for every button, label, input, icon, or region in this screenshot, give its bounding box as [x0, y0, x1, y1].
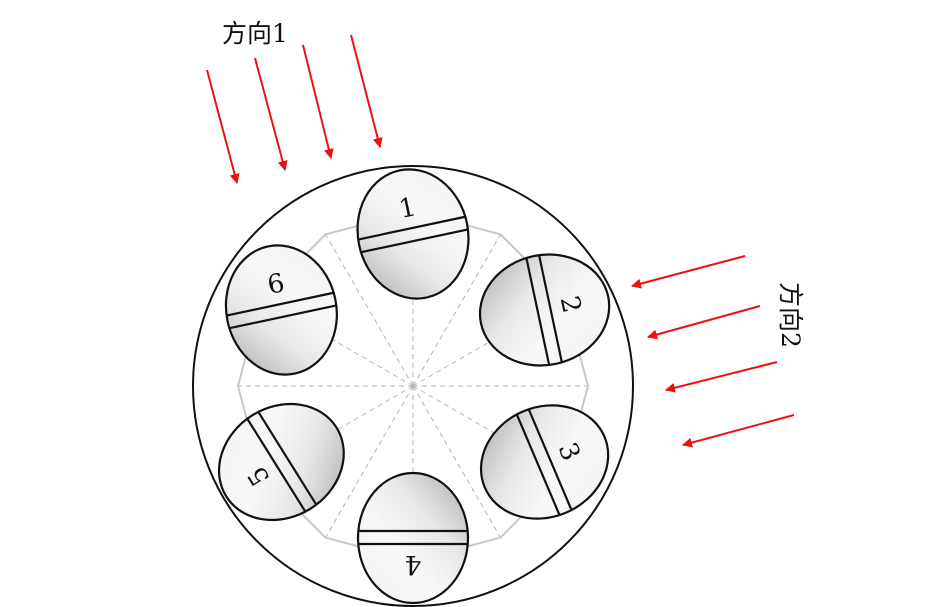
stripe-line	[246, 418, 307, 513]
direction-1-arrow	[206, 69, 240, 184]
ellipse-label: 6	[265, 268, 287, 301]
stripe-line	[515, 413, 561, 516]
ellipse-group: 1 2 3 4 5 6	[217, 168, 611, 605]
guide-spoke	[412, 385, 501, 538]
direction-2-arrow	[631, 255, 746, 289]
ellipse-body	[217, 402, 345, 522]
stripe-line	[229, 304, 337, 330]
ellipse-body	[479, 404, 610, 520]
direction-1-arrow	[350, 34, 383, 148]
ellipse-item-2: 2	[478, 253, 611, 367]
ellipse-item-5: 5	[217, 402, 345, 522]
arrow-group	[206, 34, 795, 448]
guide-spoke	[325, 234, 414, 387]
ellipse-body	[478, 253, 611, 367]
ellipse-item-4: 4	[356, 471, 470, 605]
direction-1-label: 方向1	[222, 19, 288, 48]
guide-spoke	[325, 385, 414, 538]
guide-dodecagon	[236, 209, 590, 563]
ellipse-item-1: 1	[356, 168, 470, 300]
ellipse-label: 4	[405, 549, 422, 579]
ellipse-item-6: 6	[224, 244, 338, 376]
ellipse-body	[356, 471, 470, 605]
direction-2-arrow	[665, 361, 778, 393]
stripe-line	[257, 411, 318, 506]
ellipse-body	[224, 244, 338, 376]
stripe-line	[538, 254, 563, 363]
stripe-line	[527, 408, 573, 511]
stripe-line	[226, 291, 334, 317]
outer-circle	[192, 165, 634, 607]
direction-2-label: 方向2	[776, 282, 805, 348]
ellipse-item-3: 3	[479, 404, 610, 520]
direction-2-arrow	[682, 414, 795, 448]
direction-1-arrow	[254, 57, 288, 171]
ellipse-label: 2	[554, 293, 587, 315]
stripe-line	[525, 257, 551, 366]
stripe-line	[357, 215, 466, 241]
direction-2-arrow	[647, 305, 761, 340]
direction-1-arrow	[302, 44, 334, 159]
guide-spoke	[412, 234, 501, 387]
ellipse-body	[356, 168, 470, 300]
ellipse-label: 1	[396, 192, 418, 225]
stripe-line	[360, 228, 469, 254]
